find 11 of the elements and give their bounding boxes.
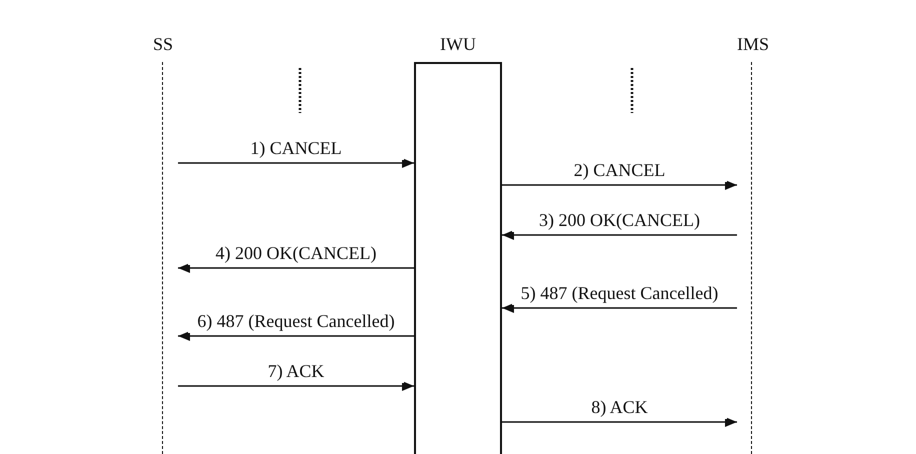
participant-name: IMS xyxy=(737,34,767,55)
message-arrow xyxy=(502,303,737,313)
message-arrow xyxy=(178,158,414,168)
message-arrow xyxy=(178,263,414,273)
participant-name: SS xyxy=(152,34,174,55)
message-arrow xyxy=(502,230,737,240)
message-arrow xyxy=(502,180,737,190)
message-arrow xyxy=(178,381,414,391)
message-arrow xyxy=(502,417,737,427)
message-arrow xyxy=(178,331,414,341)
participant-name: IWU xyxy=(439,34,477,55)
